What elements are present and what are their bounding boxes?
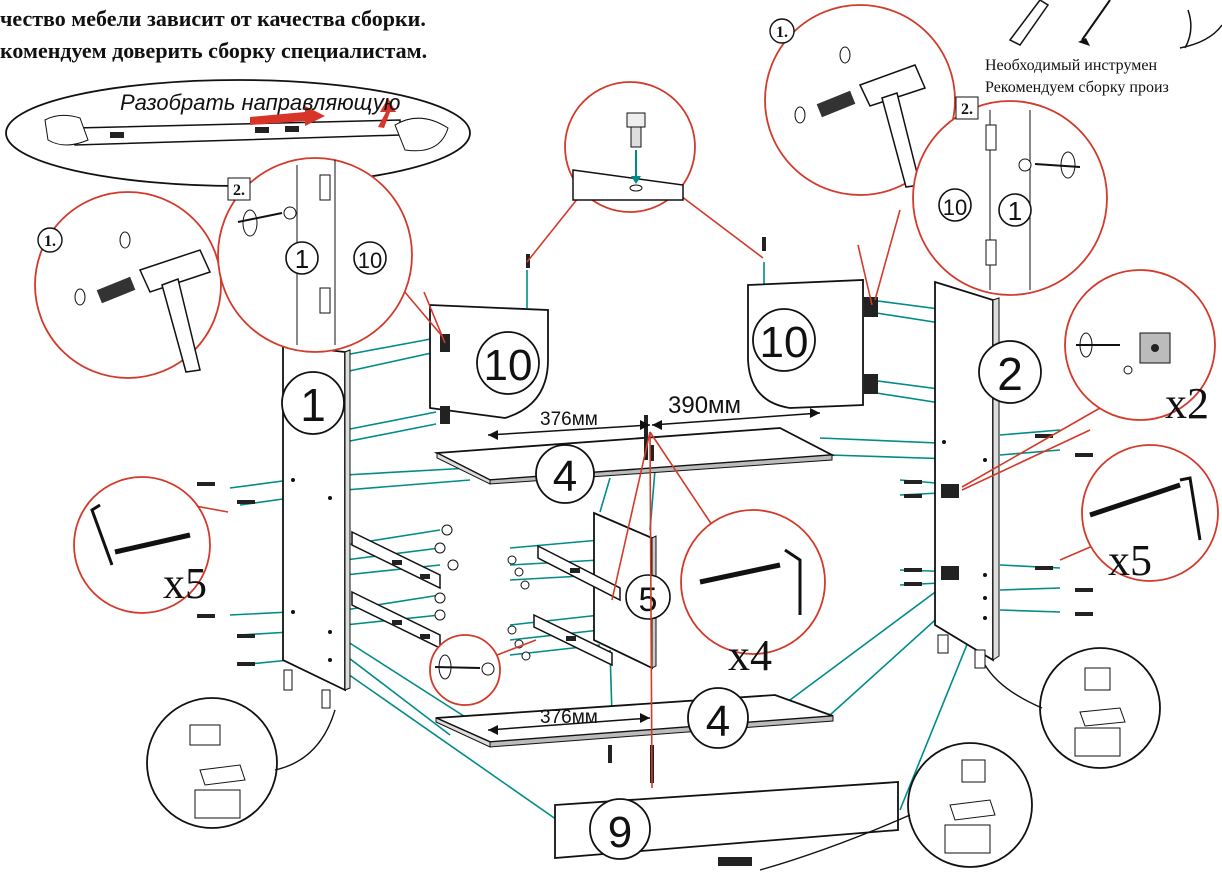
panel-2: 2 bbox=[934, 280, 1042, 669]
hex-key-tool-icon bbox=[1179, 9, 1222, 49]
callout-step1-left: 1. bbox=[34, 191, 222, 379]
screw-icon bbox=[1089, 482, 1181, 518]
callout-confirmat-x4: x4 bbox=[680, 509, 826, 680]
step-2-right-label: 2. bbox=[961, 101, 973, 118]
part-label-2: 2 bbox=[997, 348, 1023, 400]
hinge-icon bbox=[1139, 332, 1171, 364]
lift-arrow-icon bbox=[378, 98, 396, 128]
hex-key-icon-center bbox=[784, 548, 802, 615]
tools-note-line-2: Рекомендуем сборку произ bbox=[985, 79, 1169, 96]
dimension-376-lower: 376мм bbox=[487, 707, 651, 735]
step-2-left-part-10: 10 bbox=[358, 248, 382, 273]
dimension-390: 390мм bbox=[651, 392, 821, 430]
callout-confirmat-left: x5 bbox=[73, 476, 211, 614]
panel-1: 1 bbox=[281, 343, 351, 709]
plinth-9: 9 bbox=[554, 781, 899, 866]
panel-10-left: 10 bbox=[429, 304, 549, 424]
part-label-9: 9 bbox=[608, 808, 632, 857]
part-label-10-left: 10 bbox=[484, 341, 533, 390]
callout-foot-right-upper bbox=[984, 647, 1161, 769]
dowel-icon bbox=[96, 276, 136, 304]
callout-step2-right: 2. 10 1 bbox=[912, 96, 1108, 296]
panel-10-right: 10 bbox=[747, 279, 878, 409]
qty-x5-left: x5 bbox=[163, 559, 207, 608]
header-line-2: комендуем доверить сборку специалистам. bbox=[0, 38, 428, 63]
chisel-icon bbox=[1008, 0, 1050, 46]
shelf-4-lower: 4 bbox=[435, 687, 834, 749]
guide-callout-text: Разобрать направляющую bbox=[120, 90, 400, 115]
step-2-right-part-1: 1 bbox=[1008, 196, 1022, 226]
screwdriver-icon bbox=[237, 209, 283, 237]
dim-376-lower-text: 376мм bbox=[540, 707, 598, 728]
tools-icons bbox=[1008, 0, 1222, 49]
part-label-4-upper: 4 bbox=[553, 452, 577, 501]
part-label-1: 1 bbox=[300, 379, 326, 431]
hex-key-icon bbox=[1179, 476, 1202, 541]
tools-note-line-1: Необходимый инструмен bbox=[985, 57, 1158, 74]
callout-hinge-x2: x2 bbox=[1064, 269, 1216, 428]
callout-screwdriver-small bbox=[429, 634, 501, 706]
callout-top-connector bbox=[564, 81, 696, 213]
dimension-376-upper: 376мм bbox=[487, 409, 651, 440]
qty-x4: x4 bbox=[728, 631, 772, 680]
step-1-left-label: 1. bbox=[44, 233, 56, 250]
part-label-4-lower: 4 bbox=[706, 697, 730, 746]
qty-x2: x2 bbox=[1165, 379, 1209, 428]
part-label-5: 5 bbox=[639, 581, 658, 619]
shelf-4-upper: 4 bbox=[433, 427, 836, 504]
part-label-10-right: 10 bbox=[760, 318, 809, 367]
pull-arrow-icon bbox=[250, 106, 325, 126]
step-2-left-label: 2. bbox=[233, 182, 245, 199]
step-2-left-part-1: 1 bbox=[295, 244, 309, 274]
dim-390-text: 390мм bbox=[668, 392, 741, 419]
callout-confirmat-right: x5 bbox=[1081, 444, 1219, 585]
qty-x5-right: x5 bbox=[1108, 536, 1152, 585]
step-1-right-label: 1. bbox=[776, 24, 788, 41]
step-2-right-part-10: 10 bbox=[943, 195, 967, 220]
callout-step2-left: 2. 1 10 bbox=[217, 157, 413, 353]
hammer-icon bbox=[138, 249, 212, 373]
callout-foot-left bbox=[146, 697, 336, 829]
drawer-runners bbox=[351, 530, 621, 667]
runner-screws bbox=[434, 524, 531, 661]
callout-guide: Разобрать направляющую bbox=[5, 79, 471, 187]
screwdriver-icon-right bbox=[1034, 151, 1081, 179]
callout-leaders bbox=[189, 162, 1101, 789]
header-line-1: чество мебели зависит от качества сборки… bbox=[0, 6, 426, 31]
panel-5: 5 bbox=[593, 511, 671, 670]
callout-foot-right-lower bbox=[759, 742, 1033, 871]
screwdriver-tool-icon bbox=[1078, 0, 1111, 46]
bolt-icon bbox=[626, 112, 646, 148]
dim-376-upper-text: 376мм bbox=[540, 409, 598, 430]
hex-key-icon-left bbox=[90, 503, 114, 566]
